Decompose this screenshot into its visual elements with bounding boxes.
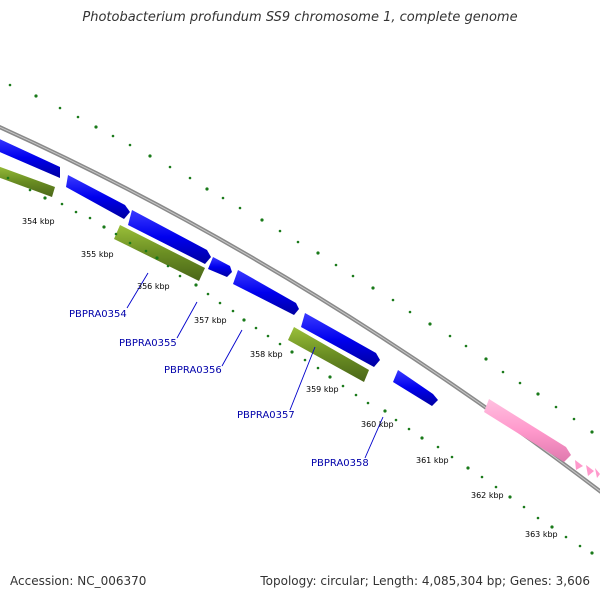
forward-genes [0, 137, 438, 406]
gene-label[interactable]: PBPRA0357 [237, 410, 295, 421]
rna-gene-fragment [575, 460, 583, 470]
forward-gene[interactable] [66, 175, 130, 219]
rna-gene-fragment [595, 468, 600, 478]
rna-gene-fragment [586, 465, 594, 476]
forward-gene[interactable] [301, 313, 380, 367]
gene-label[interactable]: PBPRA0354 [69, 309, 127, 320]
genome-summary-text: Topology: circular; Length: 4,085,304 bp… [260, 574, 590, 588]
reverse-gene[interactable] [114, 225, 205, 281]
tick-label: 357 kbp [194, 316, 227, 325]
tick-label: 360 kbp [361, 420, 394, 429]
tick-label: 355 kbp [81, 250, 114, 259]
tick-labels: 354 kbp 355 kbp 356 kbp 357 kbp 358 kbp … [22, 217, 558, 539]
gene-label[interactable]: PBPRA0356 [164, 365, 222, 376]
forward-gene[interactable] [393, 370, 438, 406]
accession-text: Accession: NC_006370 [10, 574, 147, 588]
inner-tick-dots [6, 176, 594, 555]
rna-genes [484, 399, 600, 478]
forward-gene[interactable] [233, 270, 299, 315]
tick-label: 354 kbp [22, 217, 55, 226]
reverse-gene[interactable] [288, 327, 369, 382]
map-title: Photobacterium profundum SS9 chromosome … [82, 10, 518, 25]
gene-label[interactable]: PBPRA0358 [311, 458, 369, 469]
reverse-genes [0, 165, 369, 382]
label-leaders [126, 272, 384, 459]
tick-label: 359 kbp [306, 385, 339, 394]
forward-gene[interactable] [128, 210, 211, 264]
outer-tick-dots [8, 83, 594, 434]
tick-label: 362 kbp [471, 491, 504, 500]
gene-labels: PBPRA0354 PBPRA0355 PBPRA0356 PBPRA0357 … [69, 309, 369, 469]
reverse-gene[interactable] [0, 165, 55, 197]
tick-label: 361 kbp [416, 456, 449, 465]
tick-label: 356 kbp [137, 282, 170, 291]
forward-gene[interactable] [0, 137, 60, 178]
rna-gene[interactable] [484, 399, 571, 462]
tick-label: 363 kbp [525, 530, 558, 539]
tick-label: 358 kbp [250, 350, 283, 359]
gene-label[interactable]: PBPRA0355 [119, 338, 177, 349]
forward-gene[interactable] [208, 257, 232, 277]
